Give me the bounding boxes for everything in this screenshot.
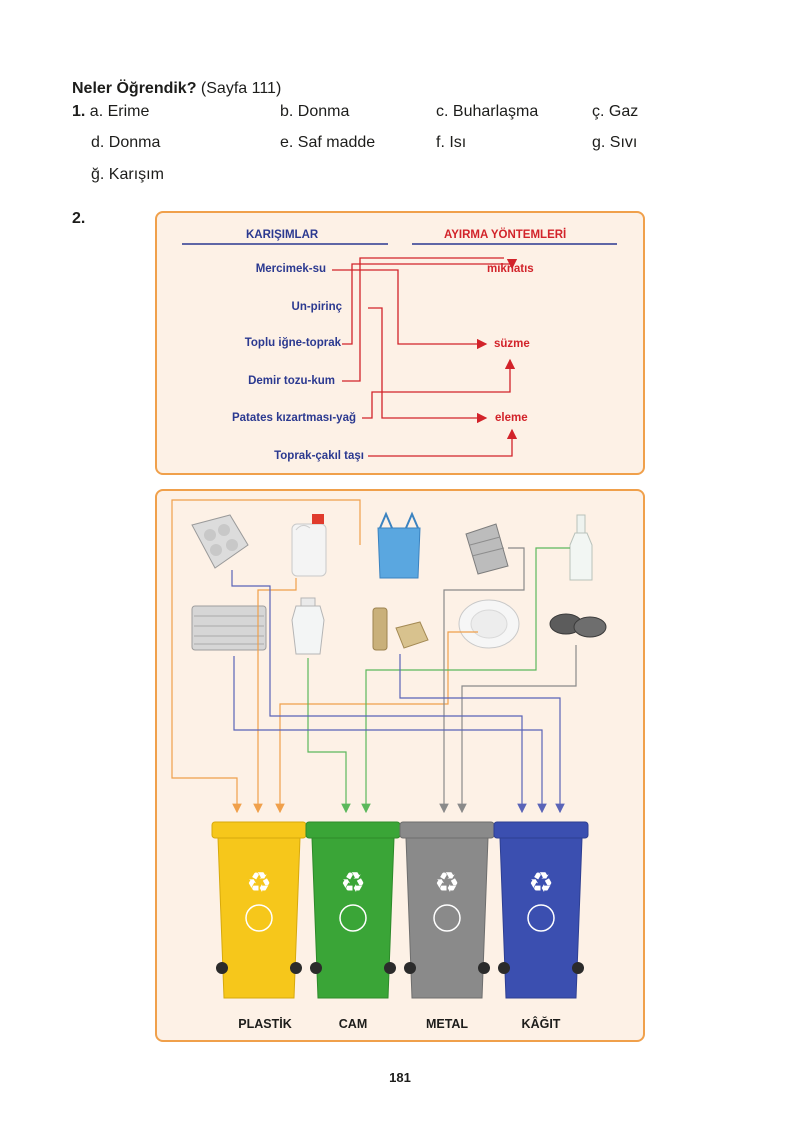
- line-plate-to-plastic: [275, 631, 478, 814]
- method-filter: süzme: [494, 338, 530, 350]
- line-carton-to-paper: [231, 570, 527, 814]
- plastic-jug-icon: [291, 514, 327, 577]
- svg-text:♻: ♻: [434, 866, 459, 899]
- section-heading: Neler Öğrendik? (Sayfa 111): [72, 80, 281, 98]
- mixture-item: Mercimek-su: [255, 263, 326, 275]
- answer-g: g. Sıvı: [592, 134, 638, 151]
- svg-text:♻: ♻: [340, 866, 365, 899]
- line-bottle-to-glass: [361, 547, 570, 814]
- mixture-item: Toprak-çakıl taşı: [274, 450, 364, 462]
- bin-metal-icon: ♻: [399, 821, 495, 999]
- arrow-mercimek-su: [332, 269, 488, 350]
- bin-paper-icon: ♻: [493, 821, 589, 999]
- methods-header: AYIRMA YÖNTEMLERİ: [444, 229, 567, 241]
- arrow-un-pirinc: [368, 307, 488, 424]
- answer-d: d. Donma: [91, 134, 161, 151]
- question-1-number: 1.: [72, 103, 86, 120]
- line-bag-to-plastic: [171, 499, 361, 814]
- plastic-plate-icon: [458, 599, 520, 649]
- arrow-toprak-cakil: [368, 428, 518, 457]
- mixtures-header: KARIŞIMLAR: [246, 229, 319, 241]
- answer-gg: ğ. Karışım: [91, 166, 164, 183]
- bin-label-plastic: PLASTİK: [238, 1017, 292, 1031]
- separation-panel: [155, 211, 645, 475]
- glass-jar-icon: [291, 597, 325, 655]
- bin-plastic-icon: ♻: [211, 821, 307, 999]
- question-2-number: 2.: [72, 210, 86, 227]
- line-jar-to-glass: [307, 658, 351, 814]
- answer-f: f. Isı: [436, 134, 467, 151]
- glass-bottle-icon: [569, 514, 593, 581]
- line-jug-to-plastic: [253, 578, 297, 814]
- svg-text:♻: ♻: [246, 866, 271, 899]
- line-newspaper-to-paper: [233, 656, 547, 814]
- answer-b: b. Donma: [280, 103, 350, 120]
- newspaper-stack-icon: [191, 605, 267, 651]
- heading-bold: Neler Öğrendik?: [72, 80, 197, 97]
- arrow-toplu-igne: [342, 258, 518, 345]
- bottle-caps-icon: [549, 613, 607, 638]
- line-tube-to-paper: [399, 654, 565, 814]
- crushed-can-icon: [465, 523, 509, 575]
- mixture-item: Un-pirinç: [291, 301, 342, 313]
- bin-label-glass: CAM: [338, 1017, 368, 1031]
- mixture-item: Demir tozu-kum: [248, 375, 335, 387]
- arrow-demir-tozu: [342, 257, 504, 382]
- heading-page-ref: (Sayfa 111): [196, 80, 282, 97]
- method-sieve: eleme: [495, 412, 528, 424]
- page-number: 181: [389, 1070, 411, 1085]
- arrow-patates: [362, 358, 516, 419]
- svg-text:♻: ♻: [528, 866, 553, 899]
- answer-c: c. Buharlaşma: [436, 103, 539, 120]
- egg-carton-icon: [191, 514, 249, 569]
- mixture-item: Toplu iğne-toprak: [244, 337, 341, 349]
- bin-label-metal: METAL: [425, 1017, 469, 1031]
- plastic-bag-icon: [377, 511, 421, 579]
- answer-cc: ç. Gaz: [592, 103, 639, 120]
- cardboard-tube-icon: [372, 607, 429, 651]
- bin-glass-icon: ♻: [305, 821, 401, 999]
- line-can-to-metal: [439, 547, 525, 814]
- answer-a: 1. a. Erime: [72, 103, 150, 120]
- bin-label-paper: KÂĞIT: [521, 1017, 561, 1031]
- line-caps-to-metal: [457, 645, 577, 814]
- mixture-item: Patates kızartması-yağ: [231, 412, 356, 424]
- answer-e: e. Saf madde: [280, 134, 376, 151]
